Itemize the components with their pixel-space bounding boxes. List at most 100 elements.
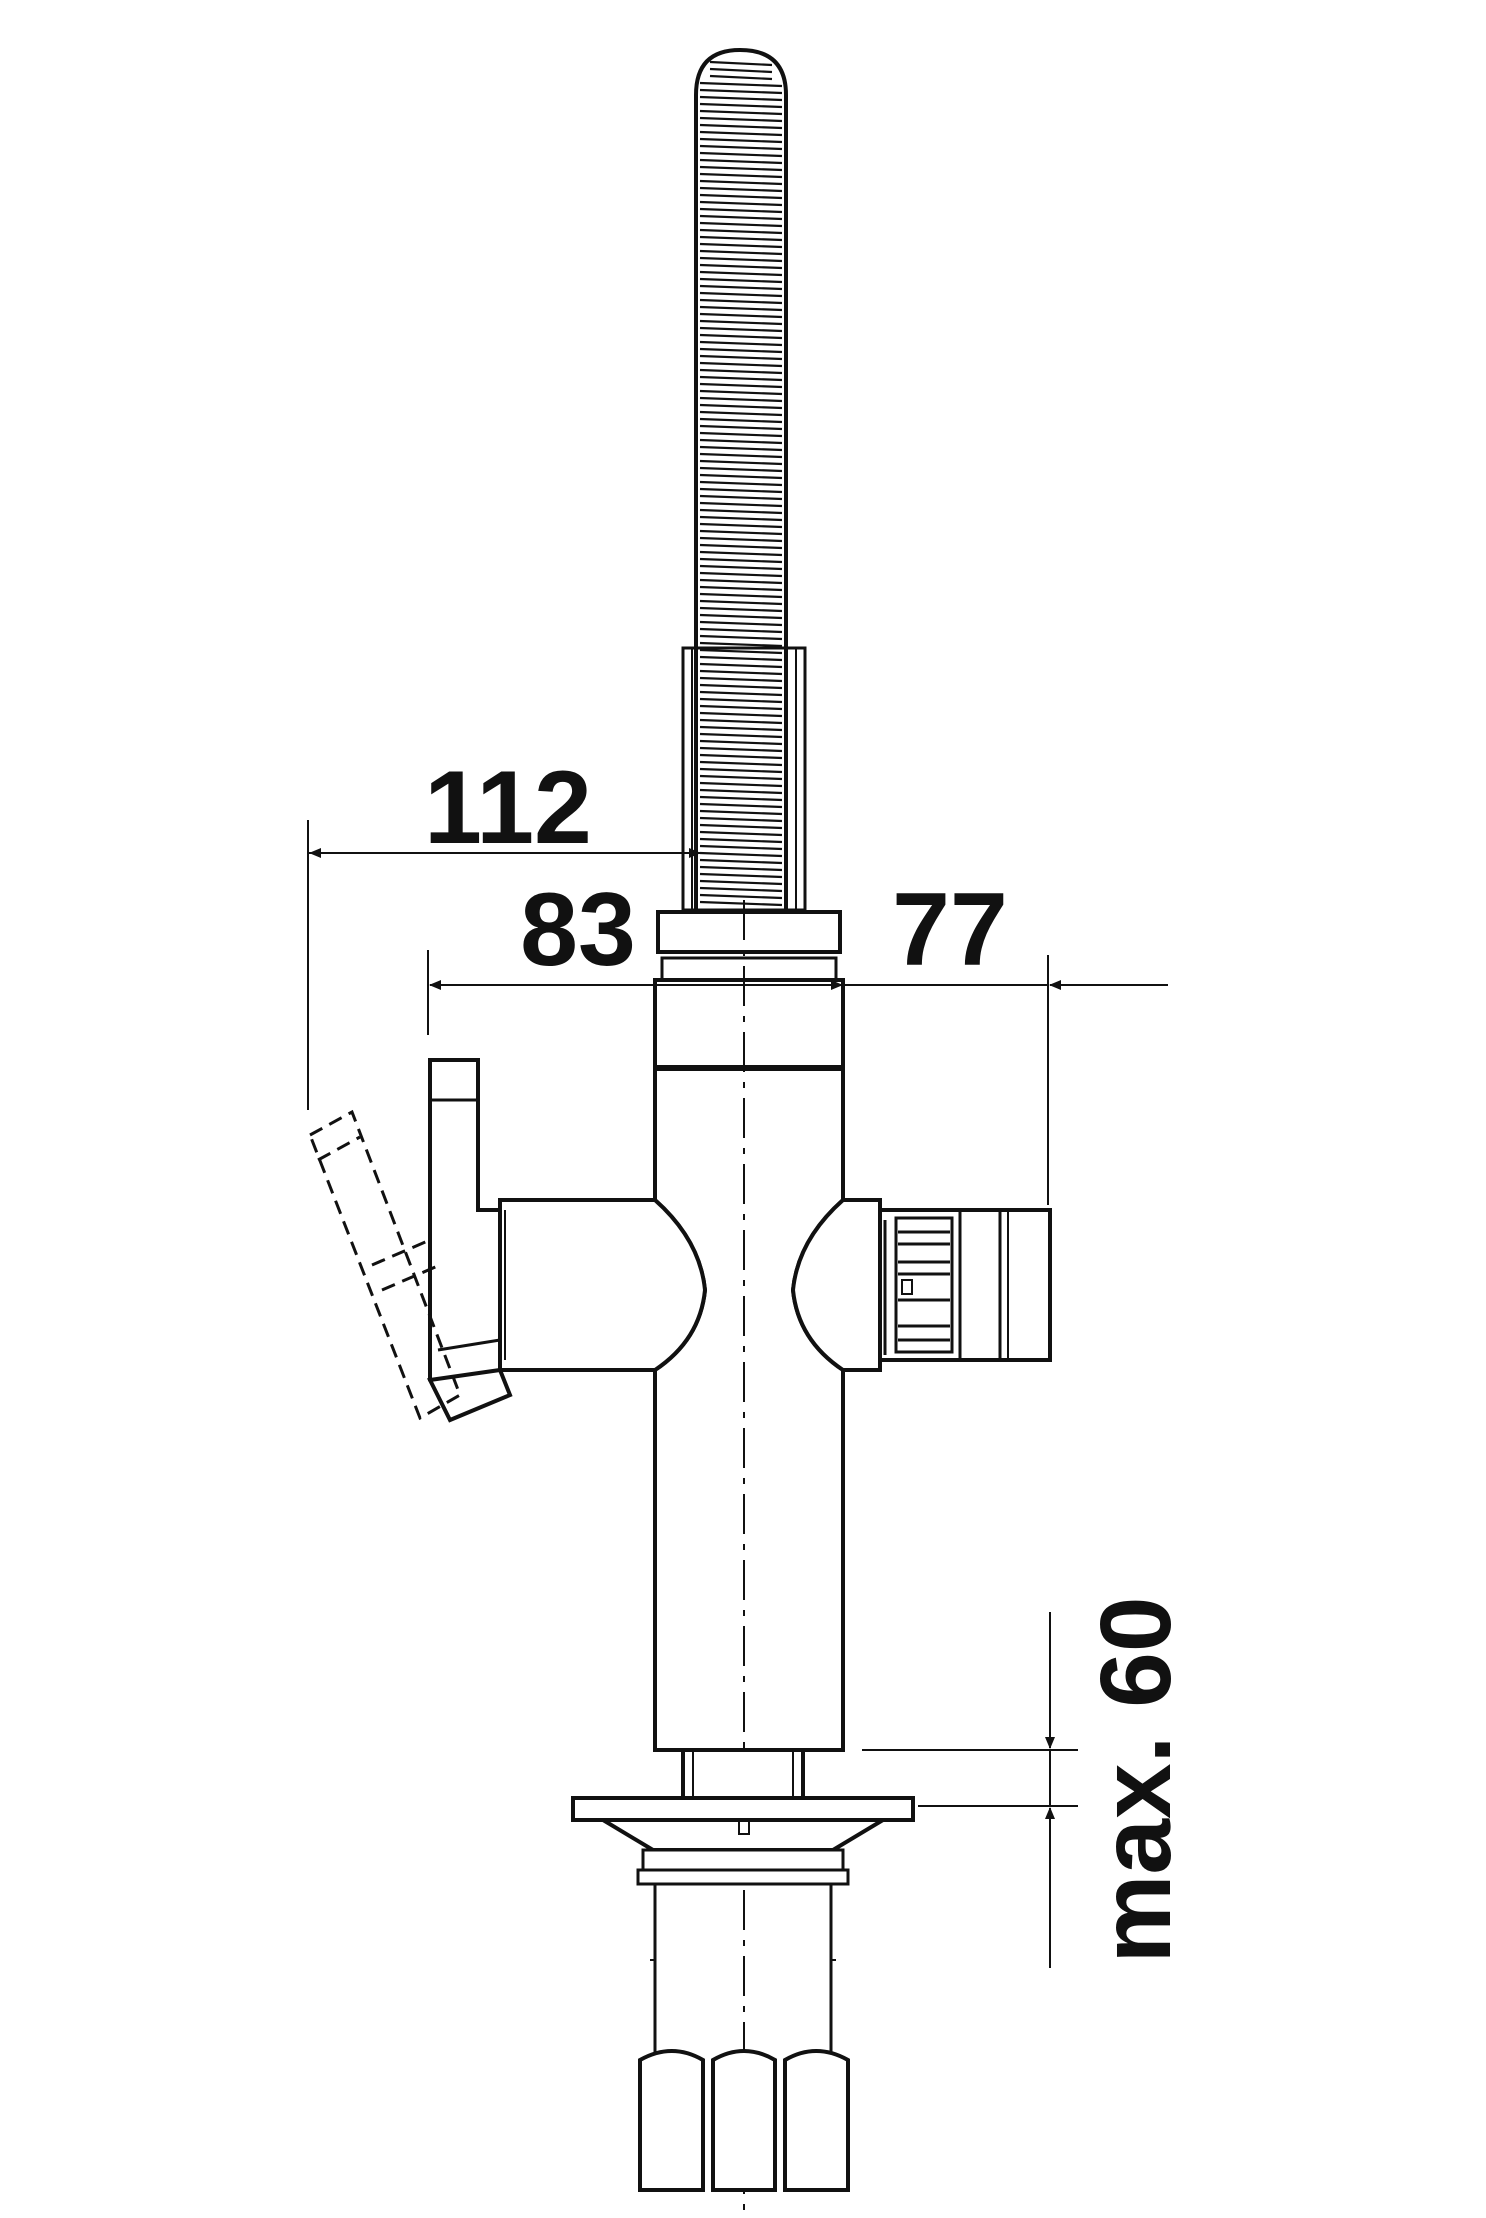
- spout-rib: [699, 620, 783, 627]
- spout-rib: [699, 193, 783, 200]
- spout-rib: [699, 319, 783, 326]
- spout-rib: [699, 774, 783, 781]
- spout-rib: [699, 333, 783, 340]
- spout-rib: [699, 508, 783, 515]
- spout-rib: [699, 95, 783, 102]
- spout-rib: [699, 284, 783, 291]
- spout-rib: [699, 494, 783, 501]
- spout-rib: [699, 459, 783, 466]
- spout-rib: [699, 312, 783, 319]
- spout-rib: [699, 445, 783, 452]
- spout-rib: [699, 830, 783, 837]
- spout-rib: [699, 585, 783, 592]
- spout-rib: [699, 473, 783, 480]
- spout-rib: [699, 746, 783, 753]
- spout: [694, 47, 788, 910]
- spout-rib: [699, 221, 783, 228]
- spout-rib: [699, 452, 783, 459]
- spout-rib: [699, 550, 783, 557]
- spout-rib: [699, 592, 783, 599]
- spout-rib: [699, 396, 783, 403]
- spout-rib: [699, 102, 783, 109]
- spout-rib: [699, 851, 783, 858]
- spout-rib: [699, 179, 783, 186]
- spout-rib: [699, 354, 783, 361]
- spout-rib: [699, 599, 783, 606]
- spout-rib: [699, 683, 783, 690]
- spout-rib: [699, 641, 783, 648]
- spout-rib: [699, 655, 783, 662]
- spout-rib: [699, 403, 783, 410]
- spout-rib: [699, 858, 783, 865]
- spout-rib: [699, 375, 783, 382]
- spout-rib: [699, 81, 783, 88]
- spout-rib: [699, 123, 783, 130]
- spout-rib: [699, 130, 783, 137]
- spout-rib: [699, 725, 783, 732]
- spout-rib: [699, 802, 783, 809]
- spout-ribs: [699, 60, 783, 907]
- spout-rib: [699, 571, 783, 578]
- spout-rib: [699, 214, 783, 221]
- spout-rib: [699, 557, 783, 564]
- spout-rib: [699, 872, 783, 879]
- spout-rib: [699, 172, 783, 179]
- spout-rib: [699, 340, 783, 347]
- spout-rib: [699, 837, 783, 844]
- spout-rib: [699, 515, 783, 522]
- dimension-83: [427, 950, 843, 1035]
- spout-rib: [699, 879, 783, 886]
- spout-rib: [699, 697, 783, 704]
- spout-rib: [699, 466, 783, 473]
- spout-rib: [699, 739, 783, 746]
- spout-rib: [709, 60, 773, 67]
- spout-rib: [699, 613, 783, 620]
- spout-rib: [699, 480, 783, 487]
- spout-rib: [699, 844, 783, 851]
- spout-rib: [699, 235, 783, 242]
- dimension-max60-label: max. 60: [1080, 1597, 1192, 1964]
- spout-rib: [699, 410, 783, 417]
- spout-rib: [699, 886, 783, 893]
- spout-rib: [699, 627, 783, 634]
- spout-rib: [709, 74, 773, 81]
- spout-rib: [699, 809, 783, 816]
- spout-rib: [699, 865, 783, 872]
- knob-indicator: [901, 1279, 913, 1295]
- spout-rib: [709, 67, 773, 74]
- spout-rib: [699, 676, 783, 683]
- spout-rib: [699, 326, 783, 333]
- spout-rib: [699, 893, 783, 900]
- spout-rib: [699, 137, 783, 144]
- spout-rib: [699, 417, 783, 424]
- spout-rib: [699, 543, 783, 550]
- dimension-max60: [862, 1612, 1078, 1968]
- spout-rib: [699, 760, 783, 767]
- spout-rib: [699, 900, 783, 907]
- spout-rib: [699, 669, 783, 676]
- spout-rib: [699, 732, 783, 739]
- spout-rib: [699, 200, 783, 207]
- spout-rib: [699, 634, 783, 641]
- left-arm: [498, 1198, 708, 1372]
- spout-rib: [699, 487, 783, 494]
- dimension-77-label: 77: [892, 872, 1008, 988]
- spout-rib: [699, 788, 783, 795]
- knob-scale-marks: [898, 1230, 950, 1342]
- control-knob: [878, 1208, 1052, 1362]
- spout-rib: [699, 501, 783, 508]
- spout-rib: [699, 438, 783, 445]
- spout-rib: [699, 249, 783, 256]
- spout-rib: [699, 711, 783, 718]
- spout-rib: [699, 277, 783, 284]
- spout-rib: [699, 522, 783, 529]
- top-collar: [656, 910, 842, 982]
- spout-rib: [699, 242, 783, 249]
- spout-rib: [699, 256, 783, 263]
- spout-rib: [699, 158, 783, 165]
- lever-handle: [426, 1058, 513, 1423]
- spout-rib: [699, 382, 783, 389]
- spout-rib: [699, 662, 783, 669]
- right-arm: [790, 1198, 882, 1372]
- lever-alternate-position: [308, 1109, 462, 1421]
